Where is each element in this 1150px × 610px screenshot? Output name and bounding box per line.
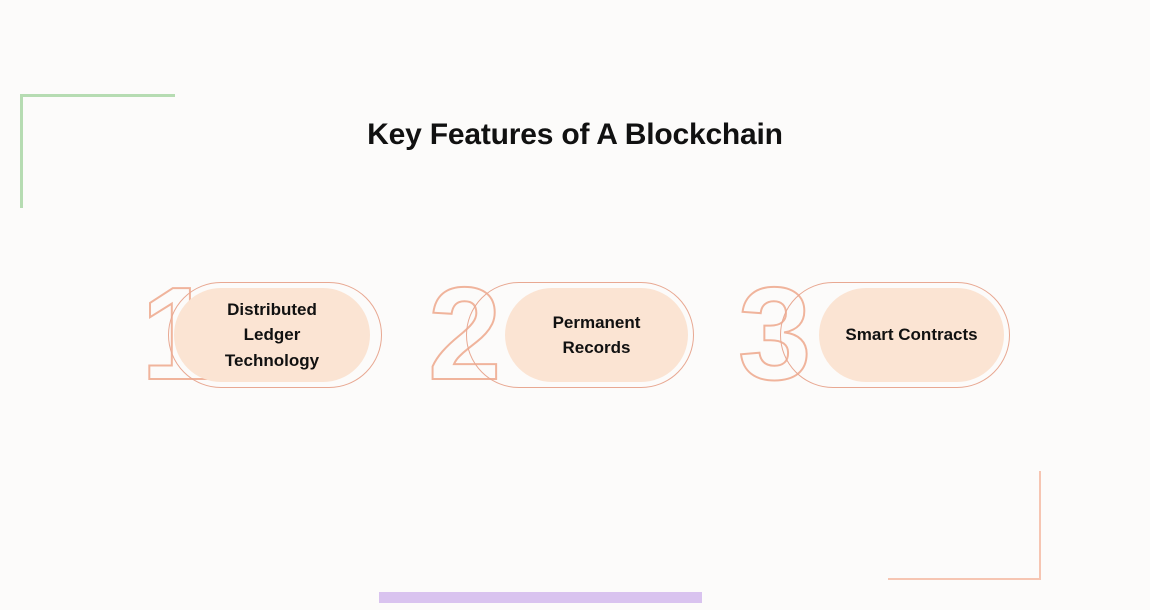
- card-fill-3: [819, 288, 1004, 382]
- card-outline-1: [168, 282, 382, 388]
- card-fill-2: [505, 288, 688, 382]
- lavender-accent-bar: [379, 592, 702, 603]
- card-fill-1: [174, 288, 370, 382]
- page-title: Key Features of A Blockchain: [367, 118, 783, 151]
- card-label-3: Smart Contracts: [845, 325, 978, 345]
- card-label-2: Permanent Records: [552, 312, 641, 357]
- card-label-1: Distributed Ledger Technology: [224, 300, 320, 370]
- green-corner-bracket-icon: [20, 94, 175, 208]
- card-outline-3: [780, 282, 1010, 388]
- feature-card-2[interactable]: Permanent Records: [466, 282, 694, 388]
- feature-card-3[interactable]: Smart Contracts: [780, 282, 1010, 388]
- salmon-corner-bracket-icon: [888, 471, 1041, 580]
- feature-card-1[interactable]: Distributed Ledger Technology: [168, 282, 382, 388]
- card-outline-2: [466, 282, 694, 388]
